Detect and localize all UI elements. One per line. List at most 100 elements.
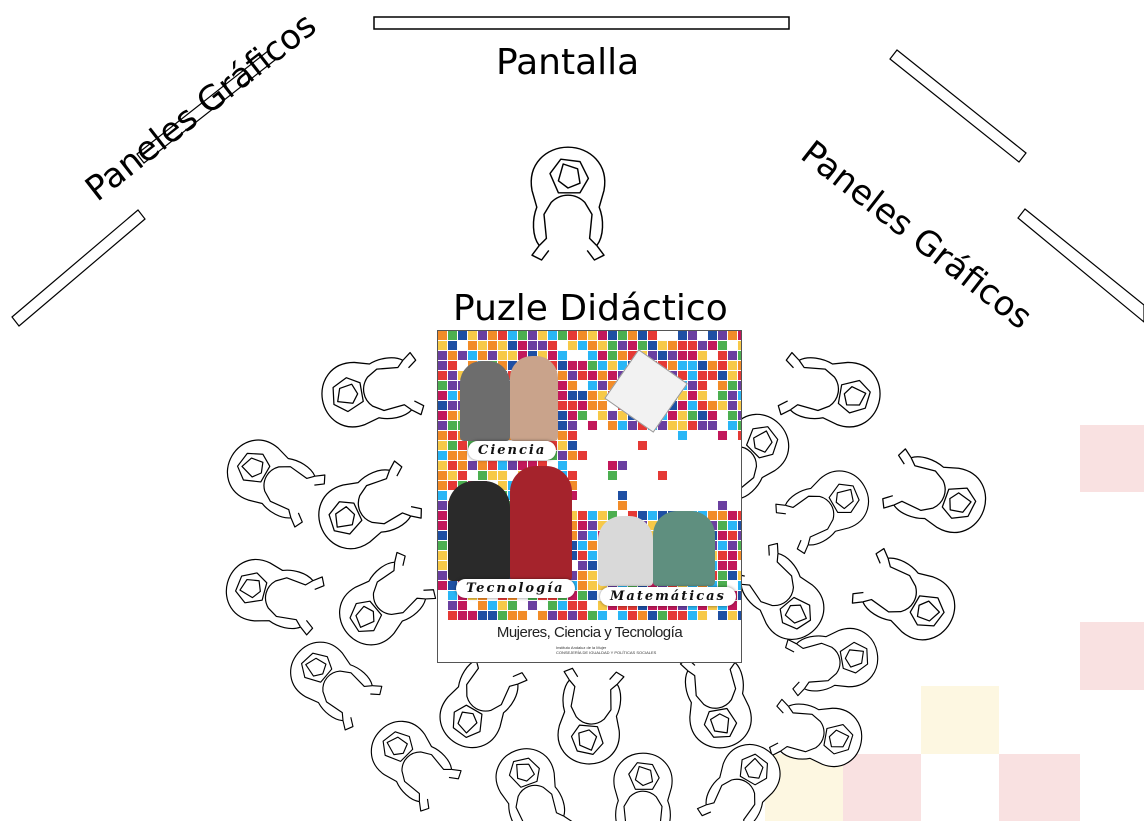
- mosaic-tile: [458, 361, 467, 370]
- mosaic-tile: [668, 331, 677, 340]
- mosaic-tile: [568, 551, 577, 560]
- mosaic-tile: [638, 341, 647, 350]
- mosaic-tile: [608, 351, 617, 360]
- mosaic-tile: [728, 581, 737, 590]
- mosaic-tile: [578, 541, 587, 550]
- audience-figure: [771, 460, 880, 557]
- mosaic-tile: [448, 381, 457, 390]
- mosaic-tile: [438, 361, 447, 370]
- mosaic-tile: [598, 381, 607, 390]
- mosaic-tile: [718, 551, 727, 560]
- mosaic-tile: [708, 421, 717, 430]
- mosaic-tile: [498, 331, 507, 340]
- mosaic-tile: [578, 521, 587, 530]
- mosaic-tile: [498, 351, 507, 360]
- mosaic-tile: [678, 351, 687, 360]
- mosaic-tile: [668, 361, 677, 370]
- mosaic-tile: [658, 421, 667, 430]
- mosaic-tile: [458, 341, 467, 350]
- mosaic-tile: [568, 441, 577, 450]
- mosaic-tile: [728, 521, 737, 530]
- mosaic-tile: [708, 341, 717, 350]
- mosaic-tile: [608, 471, 617, 480]
- mosaic-tile: [528, 331, 537, 340]
- mosaic-tile: [558, 391, 567, 400]
- mosaic-tile: [698, 351, 707, 360]
- mosaic-tile: [678, 431, 687, 440]
- portrait-photo: [510, 466, 572, 581]
- mosaic-tile: [448, 421, 457, 430]
- mosaic-tile: [488, 471, 497, 480]
- mosaic-tile: [698, 421, 707, 430]
- mosaic-tile: [608, 411, 617, 420]
- mosaic-tile: [568, 331, 577, 340]
- org-line-2: CONSEJERÍA DE IGUALDAD Y POLÍTICAS SOCIA…: [556, 650, 657, 655]
- mosaic-tile: [738, 541, 741, 550]
- mosaic-tile: [738, 351, 741, 360]
- mosaic-tile: [598, 341, 607, 350]
- mosaic-tile: [718, 521, 727, 530]
- mosaic-tile: [458, 331, 467, 340]
- mosaic-tile: [718, 541, 727, 550]
- mosaic-tile: [718, 341, 727, 350]
- mosaic-tile: [558, 421, 567, 430]
- mosaic-tile: [448, 591, 457, 600]
- mosaic-tile: [518, 351, 527, 360]
- mosaic-tile: [508, 601, 517, 610]
- mosaic-tile: [718, 501, 727, 510]
- mosaic-tile: [648, 511, 657, 520]
- mosaic-tile: [458, 351, 467, 360]
- panel-right-upper: [889, 49, 1027, 163]
- mosaic-tile: [728, 561, 737, 570]
- mosaic-tile: [578, 601, 587, 610]
- mosaic-tile: [578, 401, 587, 410]
- mosaic-tile: [738, 601, 741, 610]
- audience-figure: [316, 350, 426, 433]
- audience-figure: [727, 539, 837, 652]
- mosaic-tile: [438, 451, 447, 460]
- bg-square: [921, 686, 999, 754]
- mosaic-tile: [448, 341, 457, 350]
- mosaic-tile: [628, 611, 637, 620]
- mosaic-tile: [738, 341, 741, 350]
- mosaic-tile: [718, 411, 727, 420]
- mosaic-tile: [718, 421, 727, 430]
- mosaic-tile: [568, 361, 577, 370]
- mosaic-tile: [738, 561, 741, 570]
- mosaic-tile: [438, 561, 447, 570]
- mosaic-tile: [588, 571, 597, 580]
- mosaic-tile: [598, 511, 607, 520]
- mosaic-tile: [588, 331, 597, 340]
- mosaic-tile: [448, 471, 457, 480]
- mosaic-tile: [548, 351, 557, 360]
- mosaic-tile: [718, 391, 727, 400]
- mosaic-tile: [548, 611, 557, 620]
- mosaic-tile: [528, 351, 537, 360]
- mosaic-tile: [548, 461, 557, 470]
- mosaic-tile: [478, 351, 487, 360]
- mosaic-tile: [448, 431, 457, 440]
- mosaic-tile: [588, 381, 597, 390]
- mosaic-tile: [608, 401, 617, 410]
- mosaic-tile: [708, 481, 717, 490]
- mosaic-tile: [538, 351, 547, 360]
- mosaic-tile: [658, 611, 667, 620]
- mosaic-tile: [468, 331, 477, 340]
- mosaic-tile: [568, 611, 577, 620]
- mosaic-tile: [568, 351, 577, 360]
- mosaic-tile: [738, 521, 741, 530]
- mosaic-tile: [728, 571, 737, 580]
- mosaic-tile: [438, 511, 447, 520]
- portrait-photo: [653, 511, 715, 586]
- mosaic-tile: [558, 351, 567, 360]
- portrait-photo: [598, 516, 653, 586]
- audience-figure: [678, 648, 757, 754]
- mosaic-tile: [698, 411, 707, 420]
- mosaic-tile: [718, 361, 727, 370]
- mosaic-tile: [608, 461, 617, 470]
- mosaic-tile: [588, 551, 597, 560]
- mosaic-tile: [568, 341, 577, 350]
- mosaic-tile: [728, 361, 737, 370]
- mosaic-tile: [448, 371, 457, 380]
- mosaic-tile: [698, 361, 707, 370]
